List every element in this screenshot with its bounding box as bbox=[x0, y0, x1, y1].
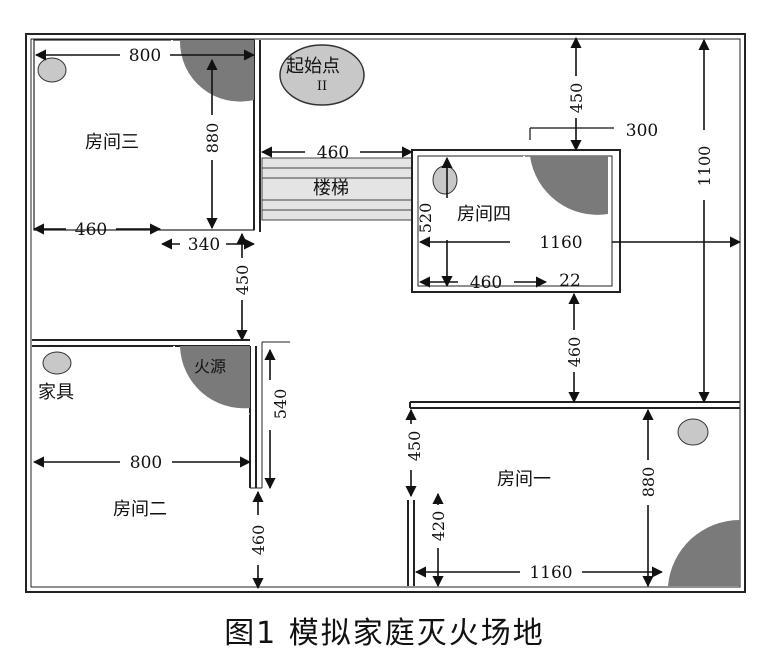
room-three-corner-fill bbox=[179, 40, 254, 102]
dim-door-r3: 340 bbox=[188, 235, 220, 255]
dimension-lines bbox=[32, 36, 742, 590]
room-four-label: 房间四 bbox=[457, 204, 511, 225]
dim-r1-880: 880 bbox=[639, 467, 658, 498]
stairs-label: 楼梯 bbox=[313, 178, 349, 199]
outer-walls bbox=[25, 33, 746, 593]
room-three-corner-dash bbox=[171, 39, 255, 108]
dim-total-1100: 1100 bbox=[695, 146, 714, 187]
dim-corridor-450: 450 bbox=[233, 265, 252, 296]
room-four-corner-fill bbox=[530, 156, 608, 215]
fire-source-dash bbox=[173, 345, 251, 416]
fire-source-label: 火源 bbox=[194, 357, 226, 376]
dim-r4-22: 22 bbox=[559, 271, 581, 291]
figure-caption: 图1 模拟家庭灭火场地 bbox=[224, 616, 545, 651]
dim-right-460: 460 bbox=[565, 337, 584, 368]
dim-r1-420: 420 bbox=[429, 511, 448, 542]
furniture-label: 家具 bbox=[38, 382, 74, 403]
dim-r2-540: 540 bbox=[271, 389, 290, 420]
start-point-mark: II bbox=[317, 79, 327, 94]
room-one-corner-dash bbox=[659, 510, 741, 587]
room-four-corner-dash bbox=[523, 155, 609, 222]
furniture-ellipse-r3 bbox=[37, 57, 67, 83]
room-four bbox=[411, 149, 621, 293]
dim-r3-width: 800 bbox=[129, 46, 161, 66]
room-three-label: 房间三 bbox=[85, 132, 139, 153]
start-point-ellipse bbox=[279, 44, 365, 106]
dim-r4-height: 520 bbox=[416, 203, 435, 234]
furniture-ellipse-r4 bbox=[432, 165, 458, 195]
fire-source-fill bbox=[180, 346, 250, 409]
dim-r4-460: 460 bbox=[470, 273, 502, 293]
room-one-corner-fill bbox=[668, 519, 740, 586]
dim-r1-1160: 1160 bbox=[529, 563, 572, 583]
dim-r4-span: 1160 bbox=[539, 233, 582, 253]
floor-plan: 800 880 460 460 340 450 450 300 1100 520… bbox=[25, 33, 746, 593]
dim-r3-height: 880 bbox=[203, 123, 222, 154]
dim-top-450: 450 bbox=[567, 83, 586, 114]
dim-door-left: 460 bbox=[75, 220, 107, 240]
room-two-label: 房间二 bbox=[113, 499, 167, 520]
dim-stair-length: 460 bbox=[317, 143, 349, 163]
room-one-label: 房间一 bbox=[497, 469, 551, 490]
dim-r2-width: 800 bbox=[130, 453, 162, 473]
furniture-ellipse-r1 bbox=[677, 418, 709, 446]
dim-r1-450: 450 bbox=[405, 431, 424, 462]
furniture-ellipse-r2 bbox=[42, 351, 72, 375]
start-point-label: 起始点 bbox=[286, 56, 340, 77]
dim-offset-300: 300 bbox=[626, 121, 658, 141]
dim-r2-460: 460 bbox=[249, 525, 268, 556]
